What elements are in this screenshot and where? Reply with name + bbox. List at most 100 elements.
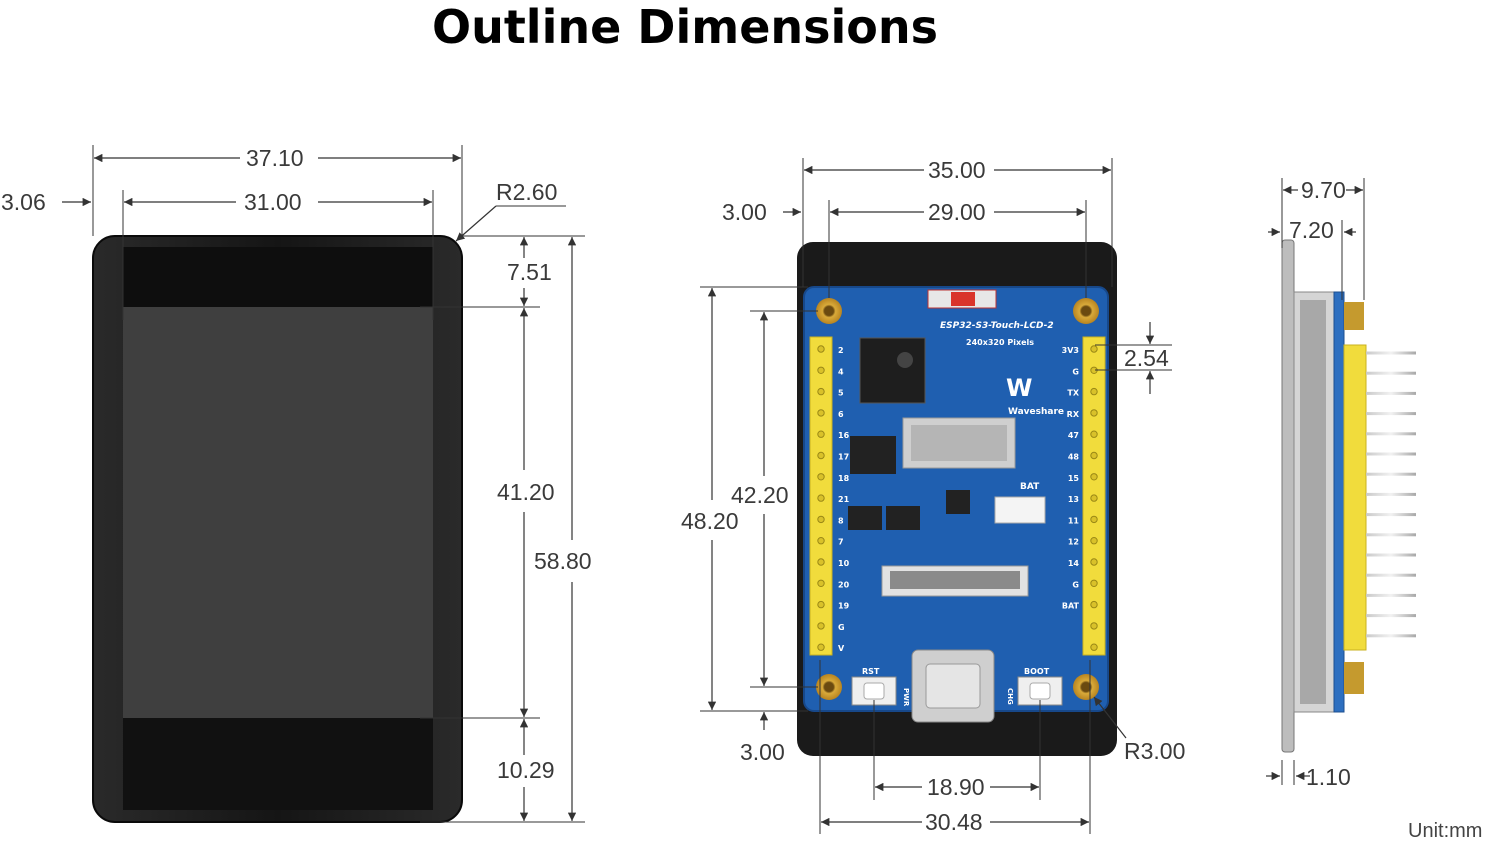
header-pin-hole bbox=[817, 409, 825, 417]
pin-label: 6 bbox=[838, 410, 844, 419]
side-pin bbox=[1366, 412, 1416, 416]
side-header-pins bbox=[1366, 351, 1416, 638]
pin-label: BAT bbox=[1062, 602, 1080, 611]
mount-hole-bl bbox=[816, 674, 842, 700]
unit-label: Unit:mm bbox=[1408, 820, 1483, 842]
header-pin-hole bbox=[817, 451, 825, 460]
regulator-2 bbox=[886, 506, 920, 530]
pin-label: 4 bbox=[838, 367, 844, 376]
mount-hole-tl bbox=[816, 298, 842, 324]
side-pin bbox=[1366, 593, 1416, 597]
header-pins bbox=[817, 345, 1098, 651]
silk-brand: Waveshare bbox=[1008, 407, 1064, 417]
pin-label: G bbox=[1072, 580, 1079, 589]
pin-label: 17 bbox=[838, 453, 849, 462]
header-pin-hole bbox=[817, 494, 825, 502]
pin-label: 11 bbox=[1068, 516, 1080, 525]
label-board-header-spacing: 30.48 bbox=[925, 809, 983, 835]
silk-boot: BOOT bbox=[1024, 667, 1050, 676]
side-pin bbox=[1366, 533, 1416, 537]
header-pin-hole bbox=[817, 558, 825, 566]
board-view: W ESP32-S3-Touch-LCD-2 240x320 Pixels Wa… bbox=[700, 158, 1172, 834]
label-board-hole-spacing-x: 29.00 bbox=[928, 199, 986, 225]
label-board-height: 48.20 bbox=[681, 508, 739, 534]
pin-label: 3V3 bbox=[1062, 346, 1079, 355]
side-pin bbox=[1366, 573, 1416, 577]
side-pcb bbox=[1333, 291, 1345, 713]
label-board-pin-pitch: 2.54 bbox=[1124, 345, 1169, 371]
header-pin-hole bbox=[1090, 643, 1098, 651]
header-pin-hole bbox=[817, 366, 825, 374]
side-pin bbox=[1366, 391, 1416, 395]
pin-label: 12 bbox=[1068, 538, 1079, 547]
header-pin-hole bbox=[1090, 558, 1098, 566]
label-front-height-total: 58.80 bbox=[534, 548, 592, 574]
esp32-chip bbox=[859, 337, 926, 404]
pin-label: V bbox=[838, 644, 845, 653]
lcd-active-area bbox=[123, 307, 433, 718]
label-front-width-total: 37.10 bbox=[246, 145, 304, 171]
pin-label: RX bbox=[1067, 410, 1080, 419]
pin-label: 21 bbox=[838, 495, 850, 504]
header-pin-hole bbox=[1090, 345, 1098, 353]
header-pin-hole bbox=[817, 345, 825, 353]
silk-bat: BAT bbox=[1020, 482, 1040, 492]
header-pin-hole bbox=[1090, 451, 1098, 460]
header-pin-hole bbox=[1090, 409, 1098, 417]
bat-connector bbox=[994, 496, 1046, 524]
side-view bbox=[1266, 178, 1416, 785]
label-side-body-thickness: 7.20 bbox=[1289, 217, 1334, 243]
label-board-hole-radius: R3.00 bbox=[1124, 738, 1186, 764]
waveshare-logo-mark: W bbox=[1006, 374, 1032, 402]
lcd-top-bezel bbox=[123, 247, 433, 307]
regulator-1 bbox=[848, 506, 882, 530]
side-pin bbox=[1366, 634, 1416, 638]
side-glass bbox=[1281, 239, 1295, 753]
pin-label: 47 bbox=[1068, 431, 1079, 440]
pin-label: 14 bbox=[1068, 559, 1080, 568]
label-front-side-offset: 3.06 bbox=[1, 189, 46, 215]
header-pin-hole bbox=[1090, 515, 1098, 524]
header-pin-hole bbox=[817, 643, 825, 651]
pin-label: G bbox=[838, 623, 845, 632]
side-pin bbox=[1366, 351, 1416, 355]
label-board-width-total: 35.00 bbox=[928, 157, 986, 183]
header-pin-hole bbox=[817, 473, 825, 481]
label-board-hole-spacing-y: 42.20 bbox=[731, 482, 789, 508]
side-pin bbox=[1366, 553, 1416, 557]
header-pin-hole bbox=[817, 515, 825, 524]
label-front-corner-radius: R2.60 bbox=[496, 179, 558, 205]
pin-label: 15 bbox=[1068, 474, 1080, 483]
silk-board-name: ESP32-S3-Touch-LCD-2 bbox=[940, 321, 1054, 331]
pin-label: 2 bbox=[838, 346, 844, 355]
label-side-total-thickness: 9.70 bbox=[1301, 177, 1346, 203]
flash-chip bbox=[850, 436, 896, 474]
label-front-display-width: 31.00 bbox=[244, 189, 302, 215]
pin-label: 5 bbox=[838, 389, 844, 398]
header-pin-hole bbox=[1090, 579, 1098, 587]
side-pin bbox=[1366, 371, 1416, 375]
side-pin bbox=[1366, 472, 1416, 476]
side-pin bbox=[1366, 432, 1416, 436]
lcd-bottom-bezel bbox=[123, 718, 433, 810]
header-pin-hole bbox=[1090, 537, 1098, 545]
label-board-button-spacing: 18.90 bbox=[927, 774, 985, 800]
silk-resolution: 240x320 Pixels bbox=[966, 338, 1034, 347]
pin-label: 8 bbox=[838, 516, 844, 525]
imu-chip bbox=[946, 490, 970, 514]
front-view bbox=[62, 145, 585, 823]
label-front-top-margin: 7.51 bbox=[507, 259, 552, 285]
label-board-hole-offset-top: 3.00 bbox=[722, 199, 767, 225]
header-pin-hole bbox=[1090, 473, 1098, 481]
pin-label: 16 bbox=[838, 431, 850, 440]
silk-chg: CHG bbox=[1006, 688, 1014, 705]
header-pin-hole bbox=[817, 579, 825, 587]
label-side-glass-thickness: 1.10 bbox=[1306, 764, 1351, 790]
header-pin-hole bbox=[1090, 600, 1098, 609]
side-pin bbox=[1366, 513, 1416, 517]
header-pin-hole bbox=[817, 387, 825, 396]
mount-hole-br bbox=[1073, 674, 1099, 700]
